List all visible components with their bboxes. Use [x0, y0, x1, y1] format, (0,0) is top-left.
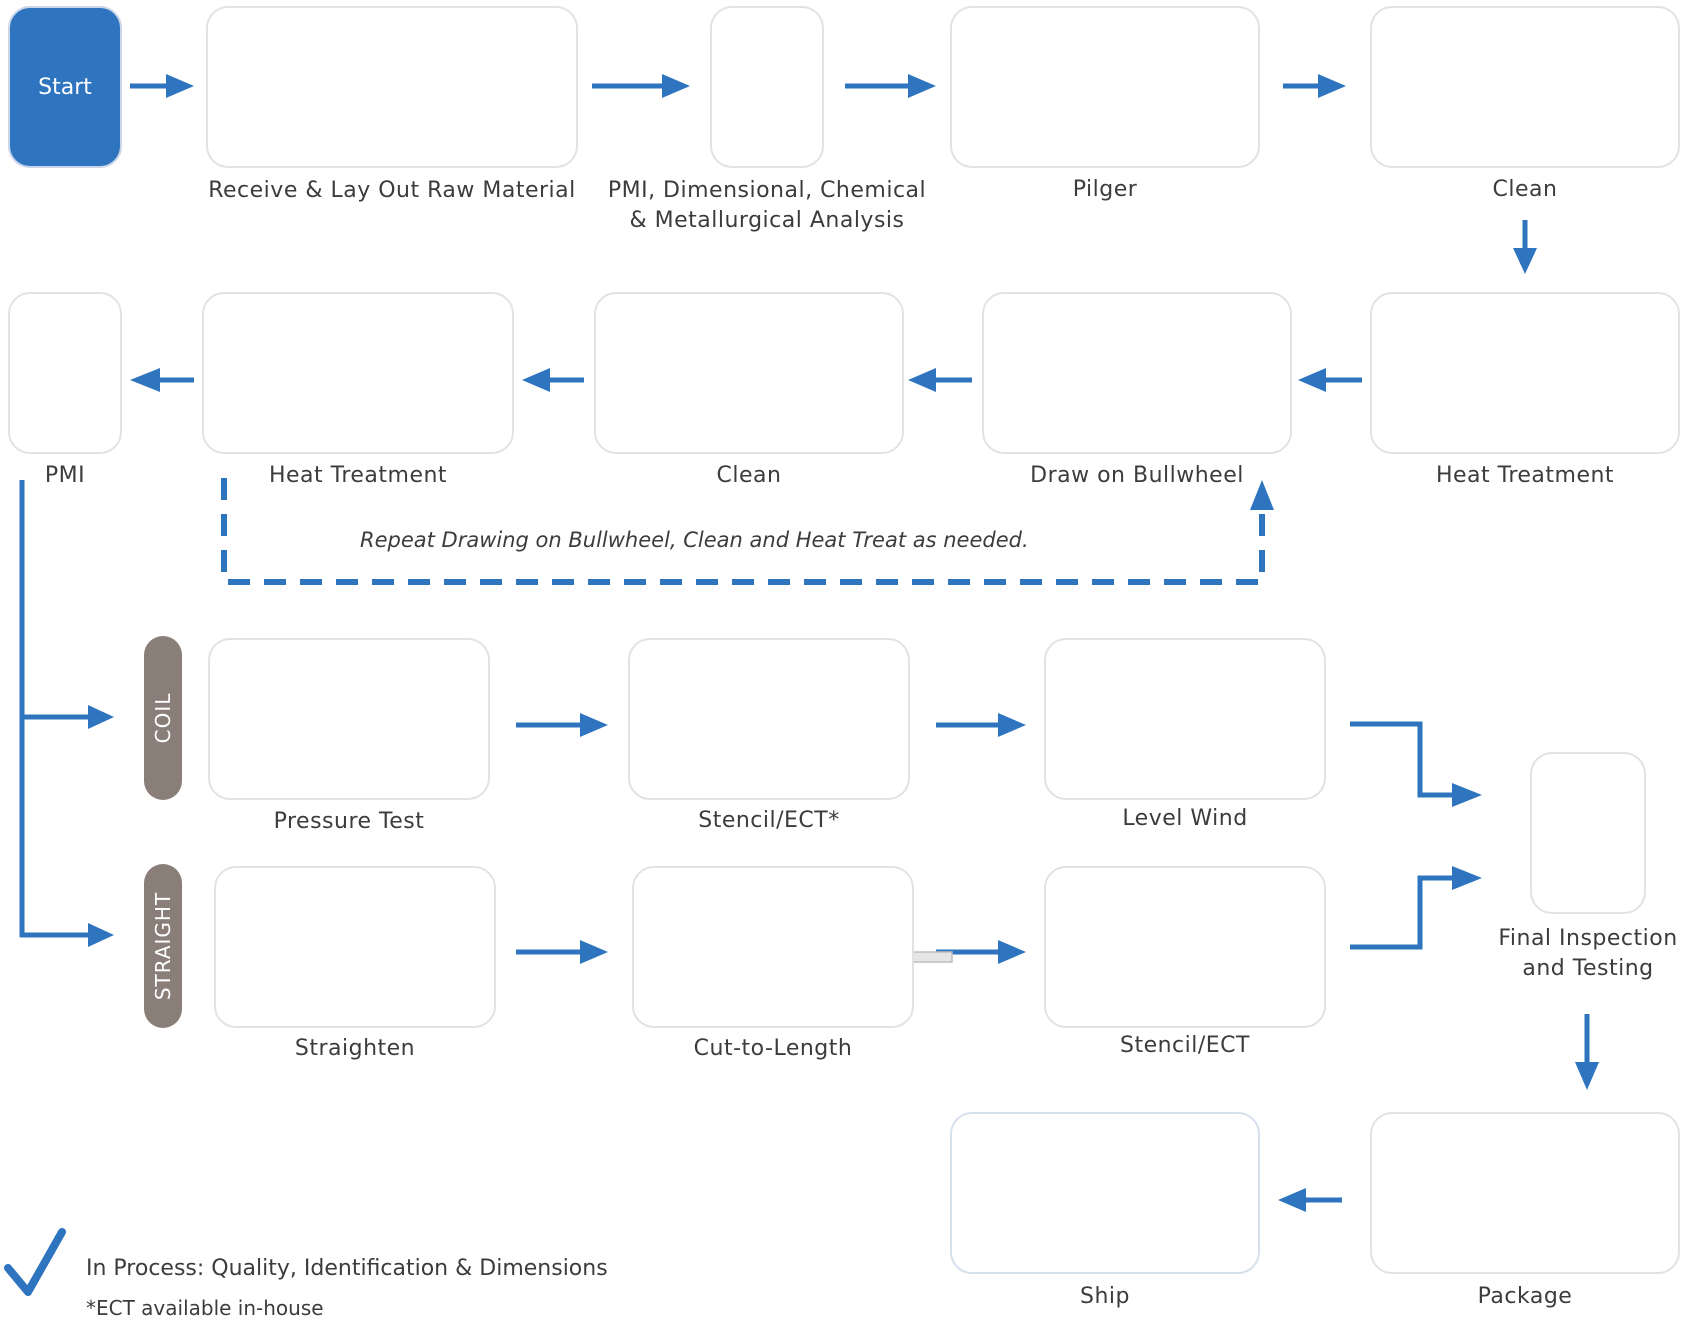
arrow-package-ship — [1278, 1188, 1342, 1212]
step-clean-2-box — [594, 292, 904, 454]
step-receive-box — [206, 6, 578, 168]
step-clean-1-box — [1370, 6, 1680, 168]
coil-branch-label: COIL — [144, 636, 182, 800]
step-label-final-inspection: Final Inspection and Testing — [1498, 926, 1678, 981]
step-label-pilger: Pilger — [1072, 177, 1138, 202]
repeat-loop — [221, 478, 1274, 585]
step-label-heat-treatment-1: Heat Treatment — [1435, 463, 1615, 488]
legend-check-icon — [4, 1228, 66, 1296]
step-pressure-test-box — [208, 638, 490, 800]
arrow-pmi-pilger — [845, 74, 936, 98]
step-pilger-box — [950, 6, 1260, 168]
arrow-pilger-clean — [1283, 74, 1346, 98]
repeat-note: Repeat Drawing on Bullwheel, Clean and H… — [360, 528, 1029, 552]
start-node: Start — [8, 6, 122, 168]
step-label-clean-1: Clean — [1492, 177, 1558, 202]
branch-lines — [19, 480, 114, 947]
step-label-pressure-test: Pressure Test — [273, 809, 425, 834]
arrow-receive-pmi — [592, 74, 690, 98]
straight-branch-label: STRAIGHT — [144, 864, 182, 1028]
step-ship-box — [950, 1112, 1260, 1274]
legend-check-text: In Process: Quality, Identification & Di… — [86, 1256, 608, 1281]
step-draw-bullwheel-box — [982, 292, 1292, 454]
step-label-receive: Receive & Lay Out Raw Material — [208, 178, 576, 203]
arrow-clean-down — [1513, 220, 1537, 274]
coil-label-text: COIL — [151, 692, 175, 744]
step-cut-to-length-box — [632, 866, 914, 1028]
step-label-pmi: PMI — [44, 463, 86, 488]
arrow-stencil-level — [936, 713, 1026, 737]
step-label-straighten: Straighten — [294, 1036, 416, 1061]
arrow-stencil-final — [1350, 866, 1482, 950]
step-pmi-analysis-box — [710, 6, 824, 168]
step-label-clean-2: Clean — [716, 463, 782, 488]
arrow-level-final — [1350, 721, 1482, 807]
step-label-draw-bullwheel: Draw on Bullwheel — [1030, 463, 1244, 488]
step-straighten-box — [214, 866, 496, 1028]
arrow-final-package — [1575, 1014, 1599, 1090]
arrow-draw-clean — [908, 368, 972, 392]
step-label-heat-treatment-2: Heat Treatment — [268, 463, 448, 488]
step-stencil-ect-star-box — [628, 638, 910, 800]
step-label-ship: Ship — [1080, 1284, 1130, 1309]
step-final-inspection-box — [1530, 752, 1646, 914]
arrow-straighten-cut — [516, 940, 608, 964]
arrow-clean-heat — [522, 368, 584, 392]
arrow-heat-draw — [1298, 368, 1362, 392]
arrow-pressure-stencil — [516, 713, 608, 737]
step-level-wind-box — [1044, 638, 1326, 800]
legend-footnote: *ECT available in-house — [86, 1296, 324, 1320]
step-label-package: Package — [1477, 1284, 1573, 1309]
step-label-pmi-analysis: PMI, Dimensional, Chemical & Metallurgic… — [607, 178, 927, 233]
step-heat-treatment-2-box — [202, 292, 514, 454]
start-label: Start — [38, 74, 92, 100]
step-label-level-wind: Level Wind — [1122, 806, 1248, 831]
arrow-heat-pmi — [130, 368, 194, 392]
arrow-start-receive — [130, 74, 194, 98]
step-package-box — [1370, 1112, 1680, 1274]
step-stencil-ect-box — [1044, 866, 1326, 1028]
step-label-cut-to-length: Cut-to-Length — [693, 1036, 853, 1061]
step-pmi-box — [8, 292, 122, 454]
step-heat-treatment-1-box — [1370, 292, 1680, 454]
straight-label-text: STRAIGHT — [151, 891, 175, 1001]
step-label-stencil-ect: Stencil/ECT — [1119, 1033, 1250, 1058]
step-label-stencil-ect-star: Stencil/ECT* — [698, 808, 840, 833]
